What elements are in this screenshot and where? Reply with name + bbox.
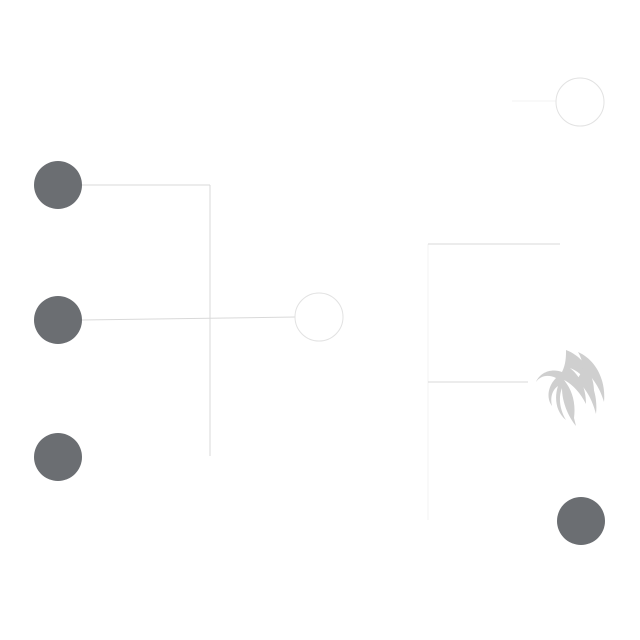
center-node <box>294 292 344 342</box>
right-node-bottom <box>557 497 605 545</box>
phoenix-wing-logo-icon <box>536 350 605 426</box>
right-connectors <box>427 100 560 520</box>
left-node-middle <box>34 296 82 344</box>
right-node-top <box>555 77 605 127</box>
connector-middle-horizontal <box>81 316 297 321</box>
diagram-nodes <box>34 77 605 545</box>
left-node-bottom <box>34 433 82 481</box>
left-connectors <box>81 184 297 456</box>
left-node-top <box>34 161 82 209</box>
